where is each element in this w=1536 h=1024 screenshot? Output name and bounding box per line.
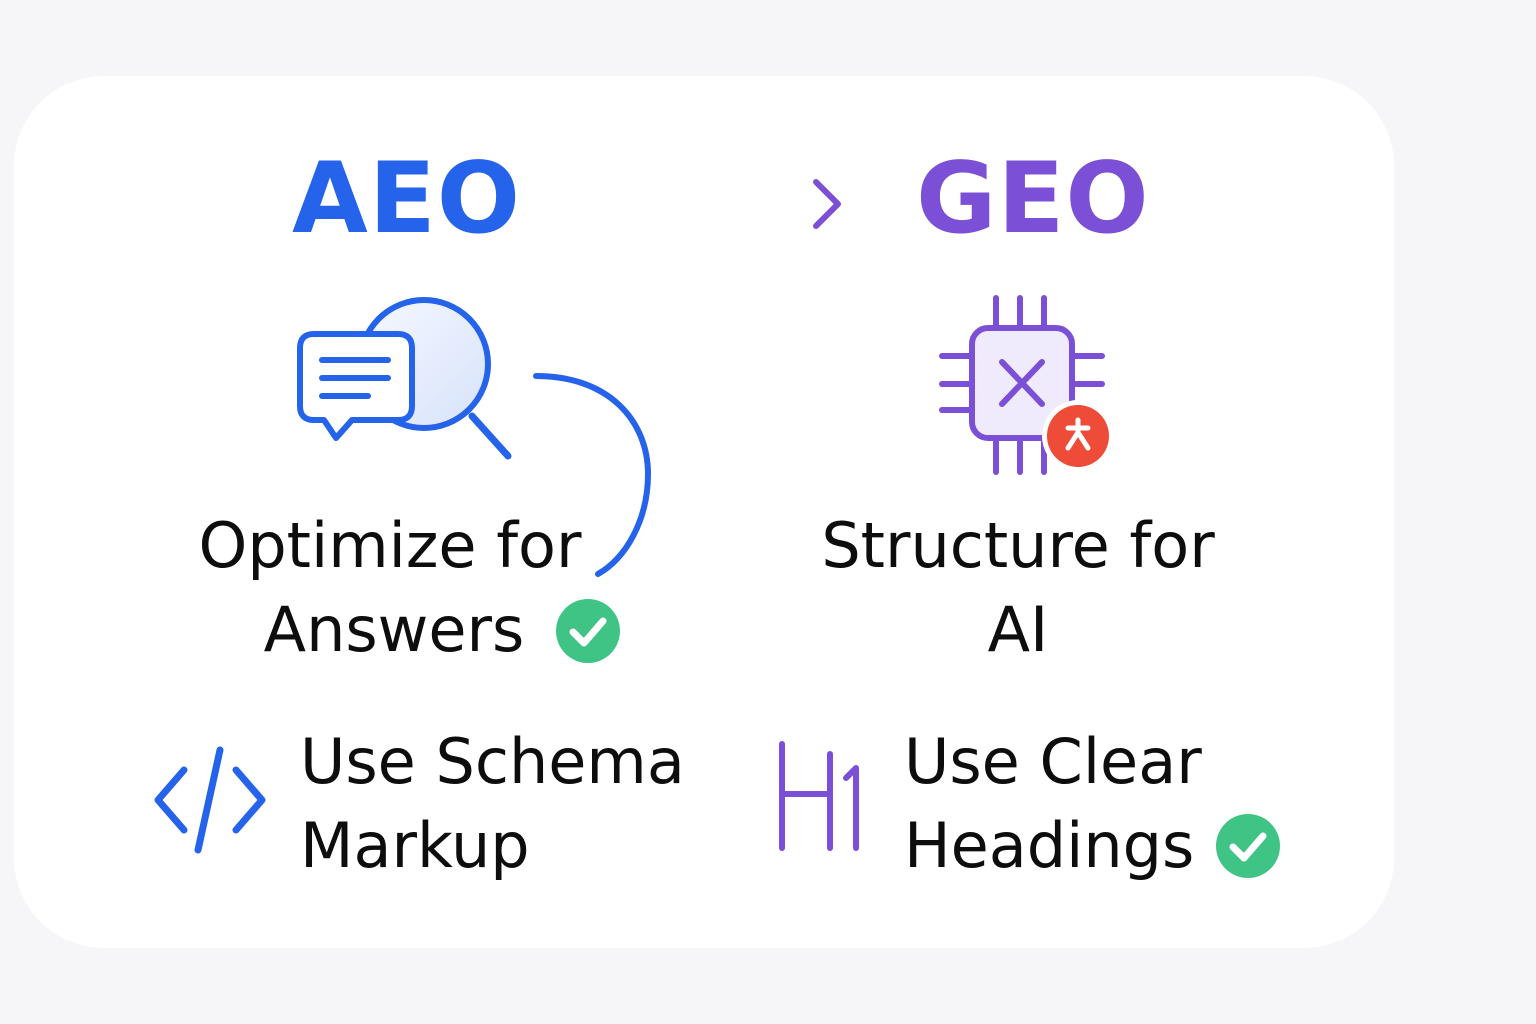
alert-badge-icon [1042,400,1114,472]
h1-heading-icon [779,741,859,851]
aeo-label: Optimize for Answers [190,504,590,672]
schema-item-label: Use Schema Markup [300,720,685,888]
geo-title: GEO [916,142,1150,256]
headings-item-label: Use Clear Headings [904,720,1202,888]
ai-chip-icon [939,295,1105,475]
aeo-title: AEO [292,142,522,256]
code-icon [154,746,266,854]
aeo-label-line2: Answers [190,588,590,672]
schema-item-line1: Use Schema [300,725,685,798]
check-icon-headings [1216,814,1280,878]
schema-item-line2: Markup [300,809,530,882]
curved-connector [533,373,652,577]
headings-item-line1: Use Clear [904,725,1202,798]
check-icon [556,599,620,663]
geo-label: Structure for AI [808,504,1228,672]
aeo-label-line2-text: Answers [263,593,525,666]
geo-label-line2: AI [987,593,1049,666]
aeo-label-line1: Optimize for [198,509,582,582]
geo-label-line1: Structure for [821,509,1215,582]
headings-item-line2: Headings [904,809,1195,882]
diagram-card [14,76,1394,948]
chat-magnifier-icon [297,297,512,460]
arrow-right-icon [583,179,841,229]
